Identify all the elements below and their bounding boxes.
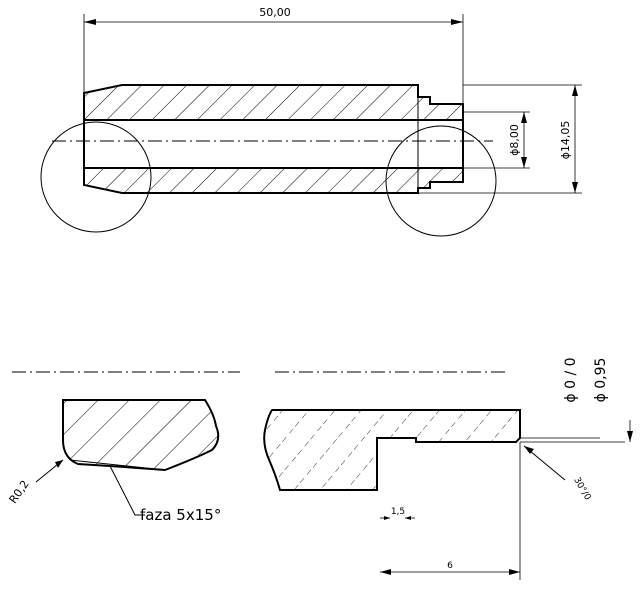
detail-right-view: ϕ 0 / 0 ϕ 0,95 30°/0 1,5 6	[263, 357, 633, 580]
detail-circle-right	[385, 125, 497, 237]
detail-left-section	[62, 399, 220, 472]
length-label: 6	[447, 561, 453, 571]
radius-label: R0,2	[7, 478, 32, 506]
sleeve-section-view: 50,00 ϕ8,00 ϕ14,05	[40, 6, 582, 237]
chamfer-label: faza 5x15°	[140, 506, 221, 524]
dim-outer-diameter-label: ϕ14,05	[559, 121, 572, 160]
detail-circle-left	[40, 121, 152, 233]
detail-left-view: R0,2 faza 5x15°	[7, 371, 240, 524]
upper-wall	[84, 85, 463, 120]
small-dim-label: 1,5	[391, 507, 405, 517]
dim-inner-diameter-label: ϕ8,00	[508, 124, 521, 156]
detail-right-section	[263, 409, 521, 491]
angle-label: 30°/0	[571, 476, 592, 503]
dia-label-1: ϕ 0 / 0	[563, 357, 579, 402]
dia-label-2: ϕ 0,95	[593, 358, 609, 403]
lower-wall	[84, 168, 463, 193]
dim-length-label: 50,00	[259, 6, 291, 19]
outer-contour	[83, 84, 464, 194]
